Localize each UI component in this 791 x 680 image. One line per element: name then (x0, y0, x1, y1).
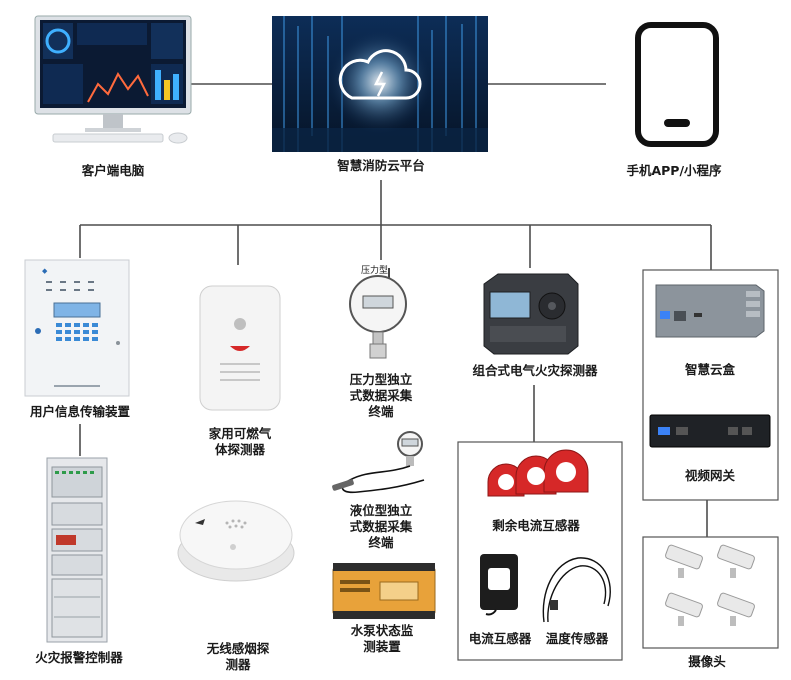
electrical-fire-detector-label: 组合式电气火灾探测器 (472, 363, 598, 378)
gas-detector-image (199, 285, 281, 411)
video-gateway-image (649, 414, 771, 448)
current-transformer-image (480, 554, 518, 616)
level-collector-label: 液位型独立 式数据采集 终端 (349, 503, 413, 550)
pressure-gauge-caption: 压力型 (361, 266, 389, 276)
fire-alarm-controller-image (46, 457, 108, 643)
temperature-sensor-image (542, 557, 611, 623)
pump-monitor-image (332, 563, 436, 619)
pump-monitor-label: 水泵状态监 测装置 (350, 623, 414, 654)
gas-detector-label: 家用可燃气 体探测器 (208, 426, 272, 457)
smart-cloud-box-label: 智慧云盒 (684, 362, 735, 377)
residual-current-transformer-image (487, 449, 589, 497)
temperature-sensor-label: 温度传感器 (545, 631, 609, 646)
client-pc-label: 客户端电脑 (81, 163, 145, 178)
svg-text:◆: ◆ (42, 267, 48, 275)
smart-cloud-box-image (655, 284, 765, 338)
cloud-platform-label: 智慧消防云平台 (337, 158, 425, 173)
video-gateway-label: 视频网关 (684, 468, 735, 483)
residual-current-transformer-label: 剩余电流互感器 (492, 518, 580, 533)
pressure-collector-image (349, 268, 407, 359)
smoke-detector-image (177, 500, 295, 582)
current-transformer-label: 电流互感器 (468, 631, 532, 646)
mobile-phone-icon (635, 22, 719, 147)
level-collector-image (332, 431, 425, 494)
mobile-app-label: 手机APP/小程序 (626, 163, 722, 178)
electrical-fire-detector-image (483, 273, 579, 355)
camera-group-image (665, 544, 755, 626)
client-pc-image (34, 15, 192, 144)
user-info-transmitter-image: ◆ (24, 259, 130, 397)
user-info-transmitter-label: 用户信息传输装置 (29, 404, 130, 419)
fire-alarm-controller-label: 火灾报警控制器 (35, 650, 123, 665)
cloud-platform-image (272, 16, 488, 152)
camera-label: 摄像头 (688, 654, 726, 669)
pressure-collector-label: 压力型独立 式数据采集 终端 (349, 372, 413, 419)
smoke-detector-label: 无线感烟探 测器 (206, 641, 270, 672)
